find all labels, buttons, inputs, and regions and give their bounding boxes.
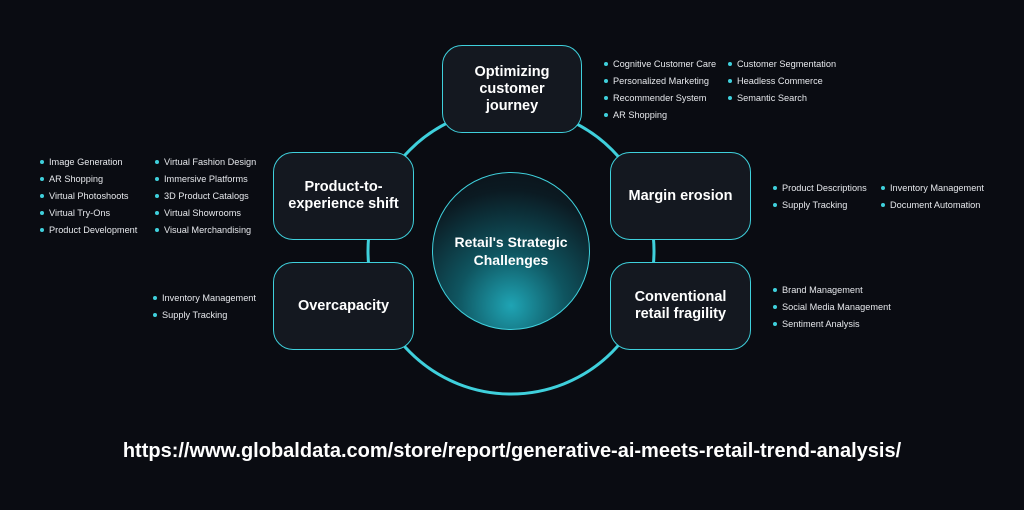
node-label: Optimizing customer journey: [474, 63, 550, 114]
node-product-to-experience-shift: Product-to-experience shift: [273, 152, 414, 240]
list-item: Brand Management: [773, 282, 891, 299]
list-item: Image Generation: [40, 154, 137, 171]
list-item: Product Development: [40, 222, 137, 239]
list-margin-col2: Inventory Management Document Automation: [881, 180, 984, 214]
list-item: 3D Product Catalogs: [155, 188, 256, 205]
list-item: Immersive Platforms: [155, 171, 256, 188]
list-item: Cognitive Customer Care: [604, 56, 716, 73]
node-label: Overcapacity: [297, 297, 390, 314]
list-margin-col1: Product Descriptions Supply Tracking: [773, 180, 867, 214]
node-optimizing-customer-journey: Optimizing customer journey: [442, 45, 582, 133]
node-overcapacity: Overcapacity: [273, 262, 414, 350]
list-item: Virtual Showrooms: [155, 205, 256, 222]
source-url: https://www.globaldata.com/store/report/…: [122, 440, 902, 462]
node-margin-erosion: Margin erosion: [610, 152, 751, 240]
central-hub: Retail's Strategic Challenges: [432, 172, 590, 330]
list-item: Virtual Try-Ons: [40, 205, 137, 222]
list-product-col1: Image Generation AR Shopping Virtual Pho…: [40, 154, 137, 239]
node-label: Conventional retail fragility: [634, 289, 727, 322]
list-overcapacity: Inventory Management Supply Tracking: [153, 290, 256, 324]
list-item: Recommender System: [604, 90, 716, 107]
list-item: Inventory Management: [153, 290, 256, 307]
node-conventional-retail-fragility: Conventional retail fragility: [610, 262, 751, 350]
list-item: Product Descriptions: [773, 180, 867, 197]
list-item: Inventory Management: [881, 180, 984, 197]
list-product-col2: Virtual Fashion Design Immersive Platfor…: [155, 154, 256, 239]
list-item: Customer Segmentation: [728, 56, 836, 73]
list-item: Personalized Marketing: [604, 73, 716, 90]
node-label: Margin erosion: [628, 187, 733, 204]
central-hub-label: Retail's Strategic Challenges: [454, 234, 568, 268]
list-item: Supply Tracking: [773, 197, 867, 214]
list-optimizing-col2: Customer Segmentation Headless Commerce …: [728, 56, 836, 107]
list-item: Social Media Management: [773, 299, 891, 316]
list-item: AR Shopping: [40, 171, 137, 188]
list-item: Headless Commerce: [728, 73, 836, 90]
list-item: Sentiment Analysis: [773, 316, 891, 333]
list-conventional: Brand Management Social Media Management…: [773, 282, 891, 333]
list-item: AR Shopping: [604, 107, 716, 124]
list-item: Virtual Photoshoots: [40, 188, 137, 205]
list-optimizing-col1: Cognitive Customer Care Personalized Mar…: [604, 56, 716, 124]
list-item: Semantic Search: [728, 90, 836, 107]
list-item: Supply Tracking: [153, 307, 256, 324]
list-item: Virtual Fashion Design: [155, 154, 256, 171]
node-label: Product-to-experience shift: [288, 179, 399, 212]
list-item: Visual Merchandising: [155, 222, 256, 239]
list-item: Document Automation: [881, 197, 984, 214]
